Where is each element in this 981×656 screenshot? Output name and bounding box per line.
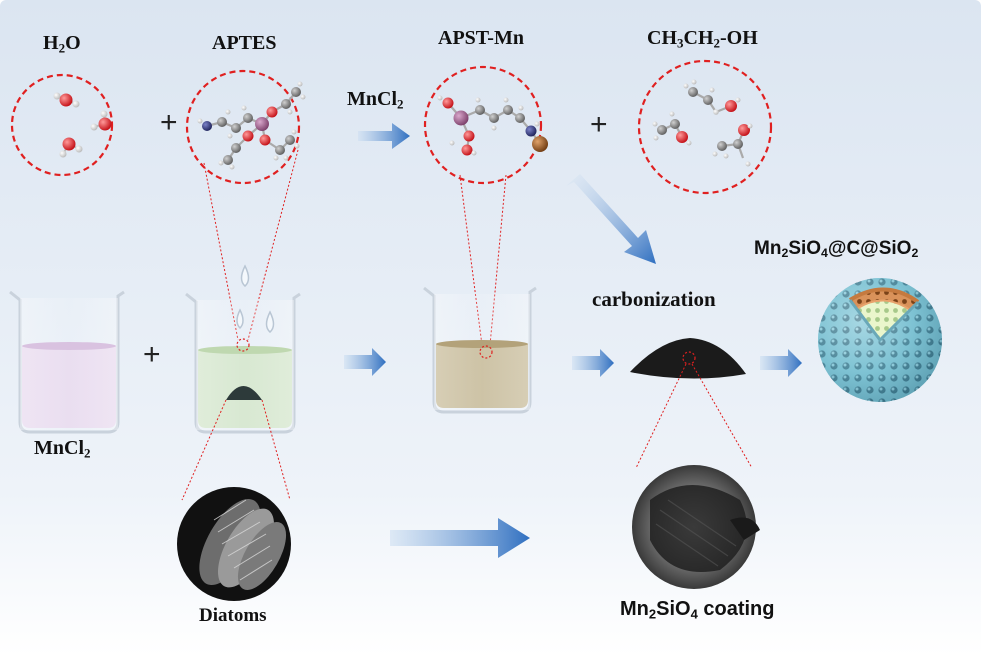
plus-sign-2: + [590,108,608,141]
carbonization-label: carbonization [592,287,716,311]
beaker-aptes-diatoms [185,264,301,434]
arrow-diatom-to-coating [390,518,530,558]
water-label: H2O [43,32,81,56]
porous-sphere-product [818,278,942,402]
water-molecule-2 [90,110,112,131]
coating-label: Mn2SiO4 coating [620,598,775,622]
plus-sign-1: + [160,106,178,139]
water-molecule-circle [10,73,114,177]
water-molecule-1 [53,92,80,108]
carbonized-powder [630,338,746,379]
diatoms-label: Diatoms [199,605,267,626]
beaker-mncl2 [9,290,125,434]
mncl2-beaker-label: MnCl2 [34,437,91,461]
droplets [236,264,275,333]
plus-sign-3: + [143,338,161,371]
mncl2-arrow-label: MnCl2 [347,88,404,112]
ethanol-molecule-circle [637,59,773,195]
zoom-guide-aptes [203,149,507,346]
water-molecule-3 [59,137,83,158]
ethanol-label: CH3CH2-OH [647,27,758,51]
reaction-arrow-mncl2 [358,123,410,149]
aptes-molecule-circle [185,69,306,185]
aptes-label: APTES [212,32,277,54]
diagonal-arrow-to-carbonization [566,174,656,264]
apst-mn-label: APST-Mn [438,27,524,49]
product-label: Mn2SiO4@C@SiO2 [754,238,919,261]
arrow-carbon-to-sphere [760,349,802,377]
beaker-apst-mn [423,286,537,414]
arrow-mix-to-apst [344,348,386,376]
zoom-guide-diatom [181,363,753,501]
apst-mn-molecule-circle [423,65,548,185]
coating-tem-image [632,465,760,589]
diatom-sem-image [177,487,291,601]
arrow-apst-to-carbon [572,349,614,377]
